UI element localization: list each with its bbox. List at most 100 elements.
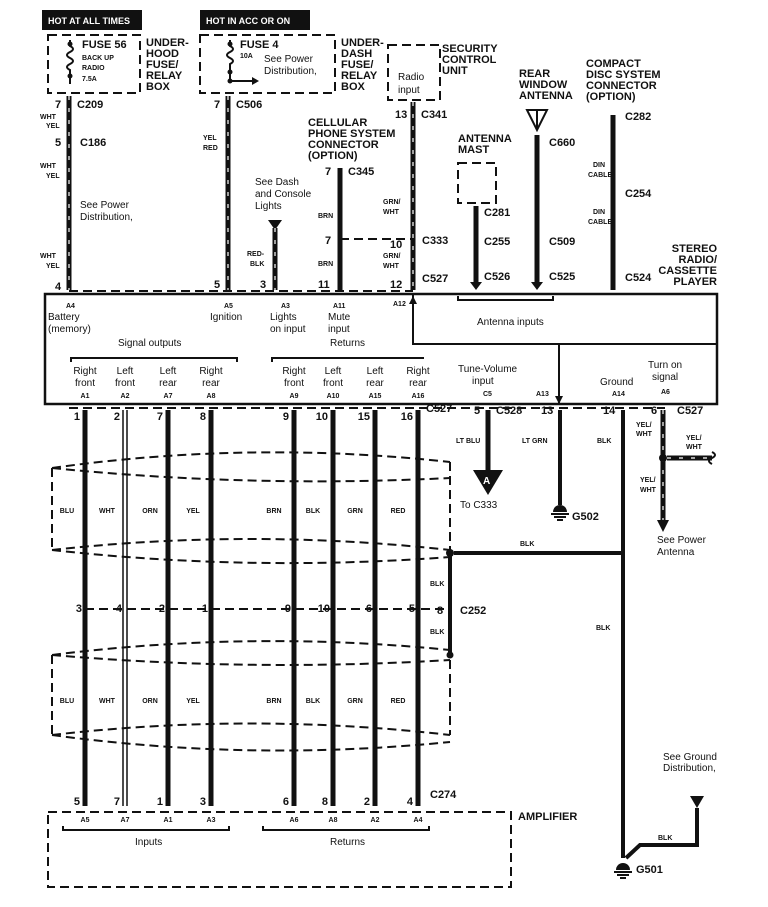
amp-pin-id: A1 xyxy=(164,817,173,824)
amp-pin-id: A5 xyxy=(81,817,90,824)
shield-lower xyxy=(51,640,451,752)
svg-text:CASSETTE: CASSETTE xyxy=(658,265,717,277)
svg-text:C526: C526 xyxy=(484,271,510,283)
svg-text:and Console: and Console xyxy=(255,189,312,200)
svg-text:C186: C186 xyxy=(80,137,106,149)
ground-wire: 14 BLK BLK BLK G501 See Ground Distribut… xyxy=(596,405,717,879)
svg-text:C274: C274 xyxy=(430,789,457,801)
svg-text:14: 14 xyxy=(603,405,616,417)
svg-text:GRN/: GRN/ xyxy=(383,199,401,206)
svg-text:(OPTION): (OPTION) xyxy=(586,91,636,103)
svg-text:C5: C5 xyxy=(483,391,492,398)
compact-disc-connector: COMPACT DISC SYSTEM CONNECTOR (OPTION) C… xyxy=(586,58,661,290)
amp-returns-bracket xyxy=(262,826,430,831)
svg-text:11: 11 xyxy=(318,279,330,291)
svg-text:PLAYER: PLAYER xyxy=(673,276,717,288)
svg-text:8: 8 xyxy=(437,605,443,617)
wire-color-label: BLK xyxy=(306,698,320,705)
wire-color-label: RED xyxy=(391,698,406,705)
svg-text:Distribution,: Distribution, xyxy=(264,66,317,77)
svg-text:4: 4 xyxy=(55,281,62,293)
svg-text:Radio: Radio xyxy=(398,72,425,83)
svg-text:C282: C282 xyxy=(625,111,651,123)
svg-text:To C333: To C333 xyxy=(460,500,498,511)
amp-pin-id: A8 xyxy=(329,817,338,824)
svg-text:YEL/: YEL/ xyxy=(636,422,652,429)
svg-text:7: 7 xyxy=(325,166,331,178)
svg-text:YEL: YEL xyxy=(203,135,217,142)
svg-text:RELAY: RELAY xyxy=(341,70,378,82)
speaker-pin-id: A2 xyxy=(121,393,130,400)
speaker-func-label: rear xyxy=(159,378,177,389)
wire-color-label: GRN xyxy=(347,508,363,515)
speaker-func-label: Left xyxy=(325,366,342,377)
svg-text:ANTENNA: ANTENNA xyxy=(519,90,573,102)
svg-text:Battery: Battery xyxy=(48,312,80,323)
hot-in-acc-header: HOT IN ACC OR ON xyxy=(200,10,310,30)
amp-pin-id: A7 xyxy=(121,817,130,824)
svg-text:BOX: BOX xyxy=(341,81,366,93)
svg-text:A6: A6 xyxy=(661,389,670,396)
amp-pin-id: A3 xyxy=(207,817,216,824)
c274-pin-num: 4 xyxy=(407,796,414,808)
svg-text:FUSE 56: FUSE 56 xyxy=(82,39,127,51)
amp-pin-id: A6 xyxy=(290,817,299,824)
svg-text:RED: RED xyxy=(203,145,218,152)
svg-text:G502: G502 xyxy=(572,511,599,523)
wire-color-label: ORN xyxy=(142,508,158,515)
speaker-func-label: rear xyxy=(202,378,220,389)
svg-text:C252: C252 xyxy=(460,605,486,617)
lights-wire: See Dash and Console Lights RED- BLK 3 xyxy=(247,177,312,291)
svg-text:WINDOW: WINDOW xyxy=(519,79,568,91)
speaker-pin-id: A7 xyxy=(164,393,173,400)
cellular-phone-connector: CELLULAR PHONE SYSTEM CONNECTOR (OPTION)… xyxy=(308,117,395,291)
returns-bracket xyxy=(271,357,424,362)
speaker-pin-labels: RightfrontA1LeftfrontA2LeftrearA7Rightre… xyxy=(73,366,430,400)
speaker-wires: 1BLU3BLU5A52WHT4WHT7A77ORN2ORN1A18YEL1YE… xyxy=(60,410,423,824)
svg-text:BLK: BLK xyxy=(658,835,672,842)
svg-text:DISC SYSTEM: DISC SYSTEM xyxy=(586,69,661,81)
c274-pin-num: 3 xyxy=(200,796,206,808)
svg-text:input: input xyxy=(328,324,350,335)
svg-text:Antenna: Antenna xyxy=(657,547,695,558)
svg-text:RADIO: RADIO xyxy=(82,65,105,72)
rear-window-antenna: REAR WINDOW ANTENNA C660 C509 C525 xyxy=(519,68,575,290)
svg-text:SECURITY: SECURITY xyxy=(442,43,498,55)
svg-text:WHT: WHT xyxy=(640,487,657,494)
speaker-func-label: front xyxy=(75,378,95,389)
svg-text:UNIT: UNIT xyxy=(442,65,468,77)
svg-text:MAST: MAST xyxy=(458,144,489,156)
amp-pin-id: A4 xyxy=(414,817,423,824)
svg-text:UNDER-: UNDER- xyxy=(341,37,384,49)
svg-text:BLK: BLK xyxy=(596,625,610,632)
svg-text:See Power: See Power xyxy=(264,54,314,65)
svg-text:A4: A4 xyxy=(66,303,75,310)
tune-volume-wire: A 5 C528 LT BLU To C333 xyxy=(456,405,522,511)
svg-text:input: input xyxy=(472,376,494,387)
stereo-radio-label: STEREO RADIO/ CASSETTE PLAYER xyxy=(658,243,717,288)
svg-text:FUSE/: FUSE/ xyxy=(146,59,178,71)
svg-text:HOT IN ACC OR ON: HOT IN ACC OR ON xyxy=(206,16,290,26)
svg-text:5: 5 xyxy=(55,137,61,149)
svg-text:YEL/: YEL/ xyxy=(686,435,702,442)
svg-text:Signal outputs: Signal outputs xyxy=(118,338,181,349)
svg-text:13: 13 xyxy=(395,109,407,121)
svg-text:Distribution,: Distribution, xyxy=(80,212,133,223)
c274-pin-num: 6 xyxy=(283,796,289,808)
svg-text:input: input xyxy=(398,85,420,96)
svg-text:BRN: BRN xyxy=(318,213,333,220)
svg-text:WHT: WHT xyxy=(686,444,703,451)
turn-on-signal-wire: 6 C527 YEL/ WHT YEL/ WHT YEL/ WHT See Po… xyxy=(636,405,716,558)
underhood-fuse-box: FUSE 56 BACK UP RADIO 7.5A UNDER- HOOD F… xyxy=(47,34,189,94)
svg-text:WHT: WHT xyxy=(40,163,57,170)
speaker-pin-id: A9 xyxy=(290,393,299,400)
wire-color-label: GRN xyxy=(347,698,363,705)
svg-text:A11: A11 xyxy=(333,303,346,310)
wire-color-label: BRN xyxy=(266,508,281,515)
svg-text:YEL: YEL xyxy=(46,173,60,180)
speaker-func-label: Left xyxy=(367,366,384,377)
